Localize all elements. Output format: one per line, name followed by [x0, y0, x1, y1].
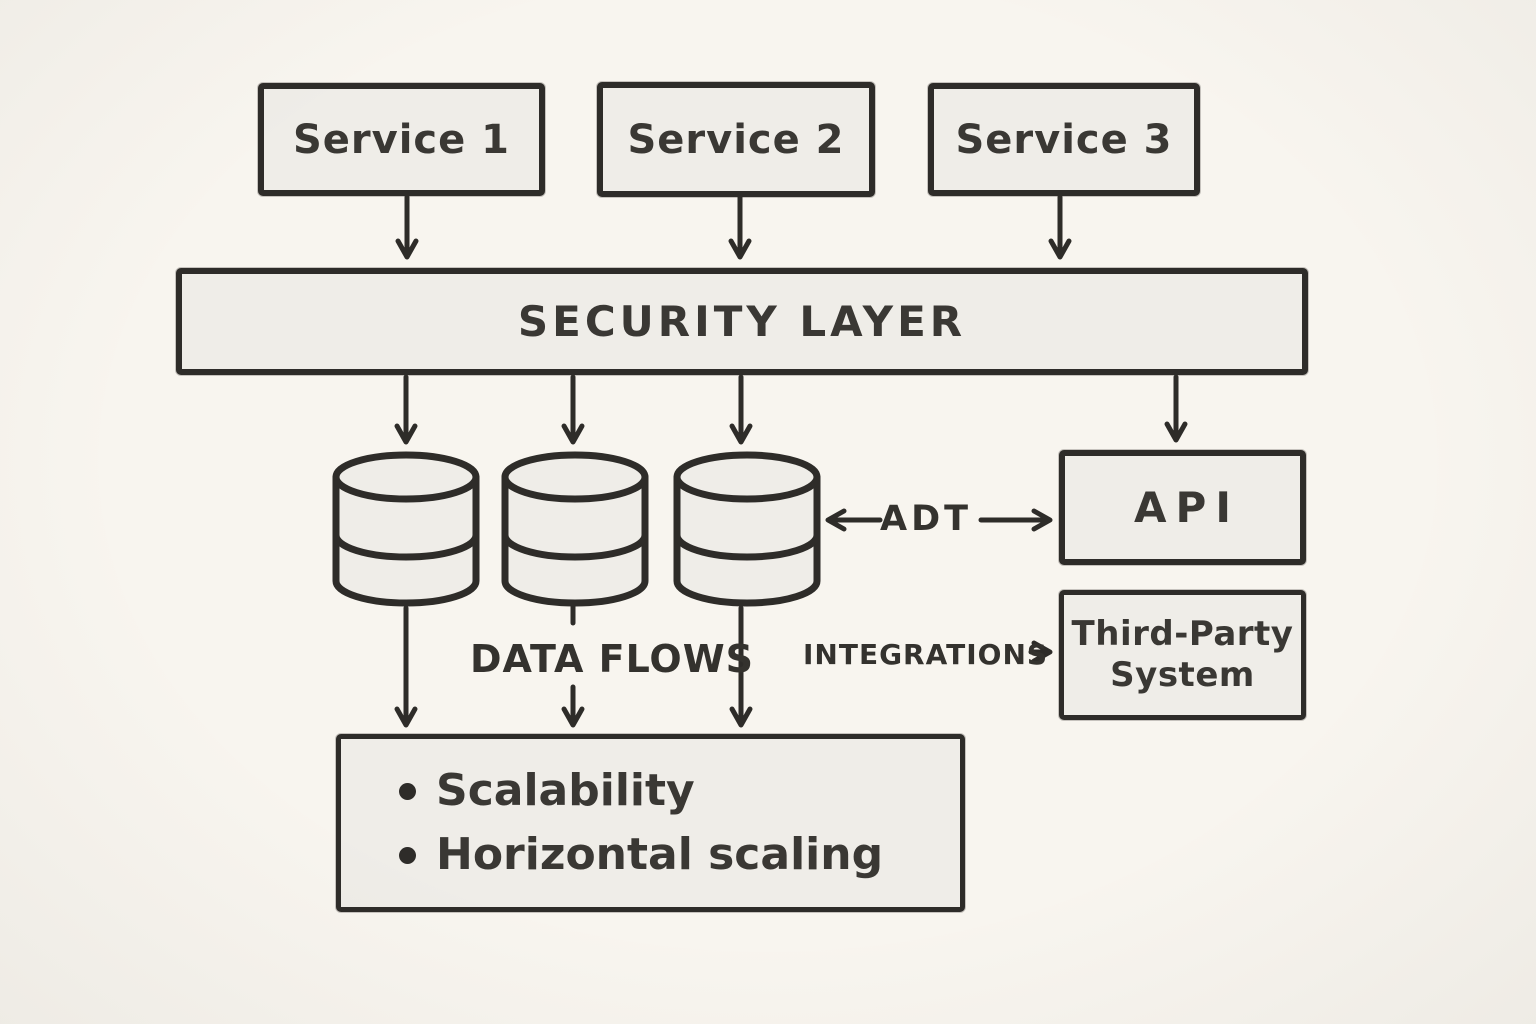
service-2-label: Service 2	[627, 116, 845, 163]
third-party-line1: Third-Party	[1071, 613, 1294, 654]
api-label: API	[1134, 483, 1240, 532]
third-party-line2: System	[1110, 655, 1255, 695]
service-3-node: Service 3	[928, 83, 1200, 196]
feature-bullet-2-text: Horizontal scaling	[436, 829, 884, 880]
database-cylinder-1	[332, 451, 480, 607]
security-layer-node: SECURITY LAYER	[176, 268, 1308, 375]
adt-label: ADT	[880, 499, 973, 539]
feature-bullet-horizontal-scaling: Horizontal scaling	[399, 833, 883, 877]
feature-bullet-scalability: Scalability	[399, 769, 695, 813]
third-party-system-node: Third-Party System	[1059, 590, 1306, 720]
database-cylinder-3	[673, 451, 821, 607]
service-1-label: Service 1	[292, 116, 511, 163]
security-layer-label: SECURITY LAYER	[517, 297, 967, 346]
service-3-label: Service 3	[955, 116, 1173, 163]
bullet-dot-icon	[399, 782, 416, 800]
feature-bullet-1-text: Scalability	[436, 765, 695, 816]
api-node: API	[1059, 450, 1306, 565]
service-2-node: Service 2	[597, 82, 875, 197]
database-cylinder-2	[501, 451, 649, 607]
data-flows-label: DATA FLOWS	[470, 637, 755, 681]
integrations-label: INTEGRATIONS	[803, 638, 1049, 671]
features-node: Scalability Horizontal scaling	[336, 734, 965, 912]
third-party-system-label: Third-Party System	[1072, 614, 1294, 697]
service-1-node: Service 1	[258, 83, 545, 196]
bullet-dot-icon	[399, 846, 416, 864]
